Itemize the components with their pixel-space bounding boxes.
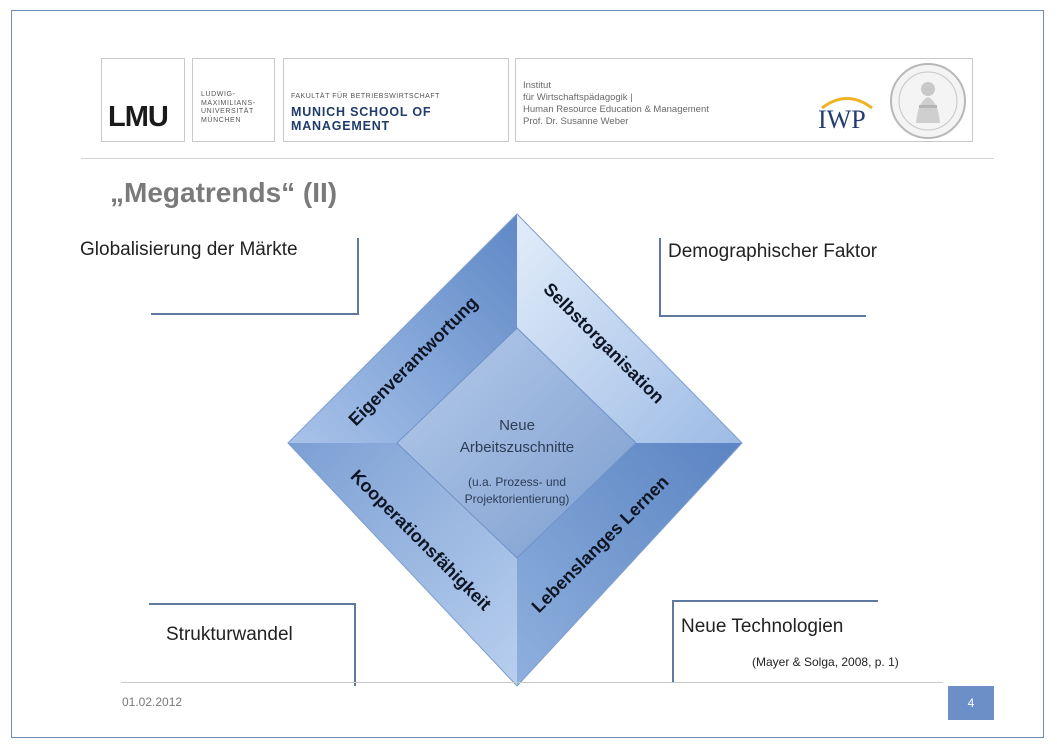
center-line-3: (u.a. Prozess- und: [467, 475, 567, 489]
center-line-1: Neue: [499, 417, 535, 434]
header-divider: [81, 158, 994, 159]
bracket-top-left-horizontal: [151, 313, 359, 315]
lmu-full-name: LUDWIG- MAXIMILIANS- UNIVERSITÄT MÜNCHEN: [201, 91, 256, 124]
slide-title: „Megatrends“ (II): [110, 177, 338, 208]
iwp-logo-text: IWP: [818, 105, 866, 134]
faculty-top-text: FAKULTÄT FÜR BETRIEBSWIRTSCHAFT: [291, 93, 440, 100]
trend-globalisierung: Globalisierung der Märkte: [80, 239, 298, 260]
citation: (Mayer & Solga, 2008, p. 1): [752, 655, 899, 669]
institute-logo: Institut für Wirtschaftspädagogik | Huma…: [515, 58, 973, 142]
institute-text: Institut für Wirtschaftspädagogik | Huma…: [523, 80, 709, 127]
trend-strukturwandel: Strukturwandel: [166, 624, 293, 645]
bracket-bottom-right-vertical: [672, 600, 674, 682]
lmu-name-logo: LUDWIG- MAXIMILIANS- UNIVERSITÄT MÜNCHEN: [192, 58, 275, 142]
bracket-top-left-vertical: [357, 238, 359, 315]
bracket-bottom-left-horizontal: [149, 603, 356, 605]
footer-date: 01.02.2012: [122, 695, 183, 709]
bracket-bottom-right-horizontal: [672, 600, 878, 602]
trend-technologien: Neue Technologien: [681, 616, 844, 637]
iwp-arc-icon: [821, 97, 873, 109]
footer-divider: [121, 682, 943, 683]
center-line-4: Projektorientierung): [464, 492, 570, 506]
university-seal-icon: [890, 63, 966, 139]
bracket-bottom-left-vertical: [354, 603, 356, 686]
diamond-outline: [287, 213, 743, 687]
bracket-top-right-vertical: [659, 238, 661, 317]
center-line-2: Arbeitszuschnitte: [459, 439, 575, 456]
lmu-logo-text: LMU: [108, 101, 169, 133]
page-number-badge: 4: [948, 686, 994, 720]
bracket-top-right-horizontal: [659, 315, 866, 317]
slide-frame: [11, 10, 1044, 738]
lmu-logo: LMU: [101, 58, 185, 142]
faculty-logo: FAKULTÄT FÜR BETRIEBSWIRTSCHAFT MUNICH S…: [283, 58, 509, 142]
page-number: 4: [967, 696, 975, 710]
center-square: [396, 327, 637, 559]
faculty-main-text: MUNICH SCHOOL OF MANAGEMENT: [291, 105, 432, 133]
trend-demographie: Demographischer Faktor: [668, 241, 878, 262]
